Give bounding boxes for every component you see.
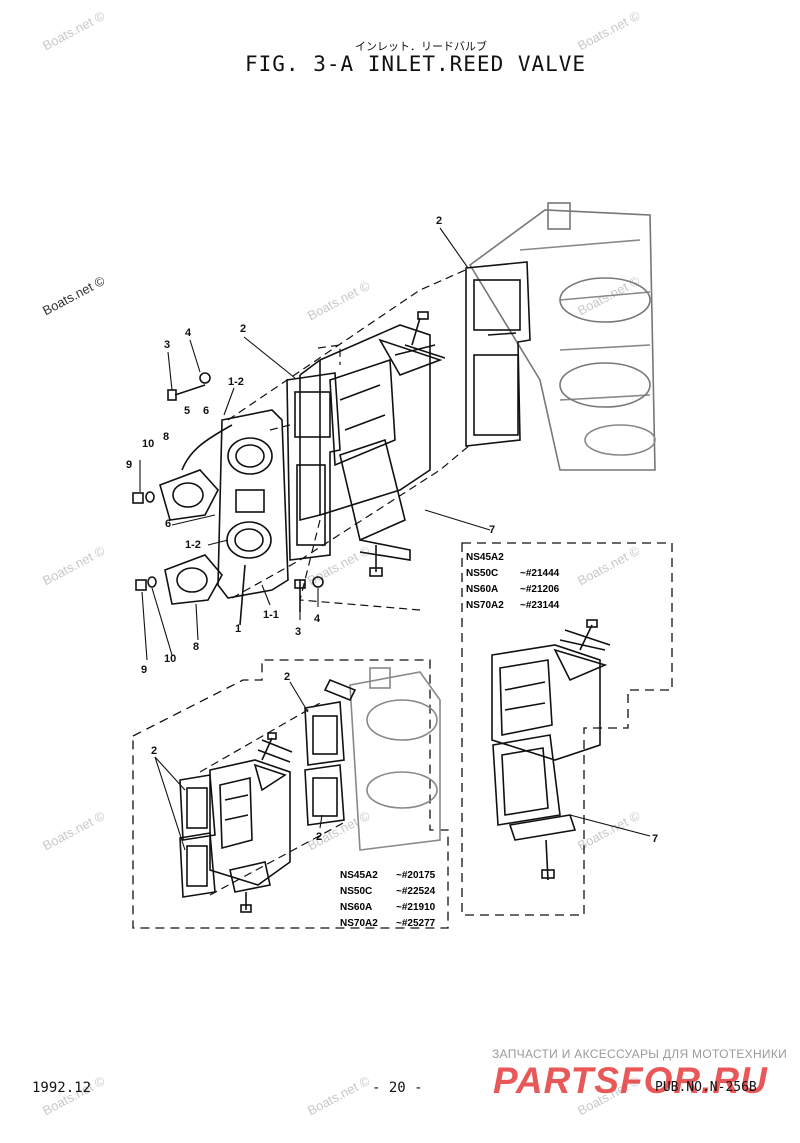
model-code: NS50C [340,886,372,897]
callout-label: 1-2 [228,376,244,388]
gasket-top [465,261,531,447]
callout-label: 7 [652,833,658,845]
gasket-lower-right-pair [304,678,357,826]
callout-label: 7 [489,524,495,536]
callout-label: 1-2 [185,539,201,551]
title-japanese: インレット．リードバルブ [355,40,487,53]
footer-page-number: - 20 - [372,1080,423,1096]
model-code: NS70A2 [466,600,504,611]
callout-label: 9 [126,459,132,471]
reed-valve-assembly-lower [209,732,293,913]
serial-list-right: NS45A2 NS50C ~#21444 NS60A ~#21206 NS70A… [466,552,560,611]
footer-date: 1992.12 [32,1080,92,1096]
callout-label: 4 [185,327,192,339]
serial-range: ~#20175 [396,870,436,881]
gasket-middle [286,372,341,561]
callout-label: 5 [184,405,190,417]
hose [181,424,233,471]
gasket-flange-lower [164,554,223,605]
callout-label: 10 [164,653,176,665]
model-code: NS60A [340,902,372,913]
bolt-3-lower [294,579,306,612]
gasket-flange-upper [159,469,219,521]
banner-logo: PARTSFOR.RU [493,1060,768,1101]
serial-range: ~#23144 [520,600,560,611]
model-code: NS50C [466,568,498,579]
reed-valve-assembly-right [491,619,651,881]
serial-range: ~#25277 [396,918,436,929]
model-code: NS45A2 [340,870,378,881]
serial-range: ~#21910 [396,902,436,913]
serial-range: ~#21206 [520,584,560,595]
bolt-3-upper [167,384,206,401]
callout-label: 4 [314,613,321,625]
intake-manifold [217,409,289,626]
callout-label: 10 [142,438,154,450]
variant-box-right [461,542,673,916]
model-code: NS60A [466,584,498,595]
footer-publication-number: PUB.NO.N-256B [655,1080,757,1095]
callout-label: 6 [165,518,171,530]
callout-label: 2 [240,323,246,335]
callout-label: 2 [151,745,157,757]
reed-valve-assembly-top [299,311,446,577]
callout-label: 3 [295,626,301,638]
callout-label: 2 [284,671,290,683]
callout-label: 8 [163,431,169,443]
model-code: NS45A2 [466,552,504,563]
callout-label: 3 [164,339,170,351]
washer-4-upper [199,372,211,384]
variant-box-left [132,659,449,929]
callout-label: 8 [193,641,199,653]
callout-label: 2 [436,215,442,227]
callout-label: 2 [316,831,322,843]
serial-range: ~#22524 [396,886,436,897]
figure-title: FIG. 3-A INLET.REED VALVE [245,52,587,76]
model-code: NS70A2 [340,918,378,929]
callout-label: 1 [235,623,241,635]
callout-label: 1-1 [263,609,279,621]
callout-label: 6 [203,405,209,417]
cylinder-block-drawing [468,202,656,471]
washer-4-lower [312,576,324,588]
nut-9-upper [132,491,155,504]
banner-tagline: ЗАПЧАСТИ И АКСЕССУАРЫ ДЛЯ МОТОТЕХНИКИ [492,1047,788,1061]
callout-label: 9 [141,664,147,676]
cylinder-block-lower-drawing [349,667,441,851]
nut-9-lower [135,576,157,591]
serial-list-left: NS45A2 ~#20175 NS50C ~#22524 NS60A ~#219… [340,870,436,929]
serial-range: ~#21444 [520,568,560,579]
